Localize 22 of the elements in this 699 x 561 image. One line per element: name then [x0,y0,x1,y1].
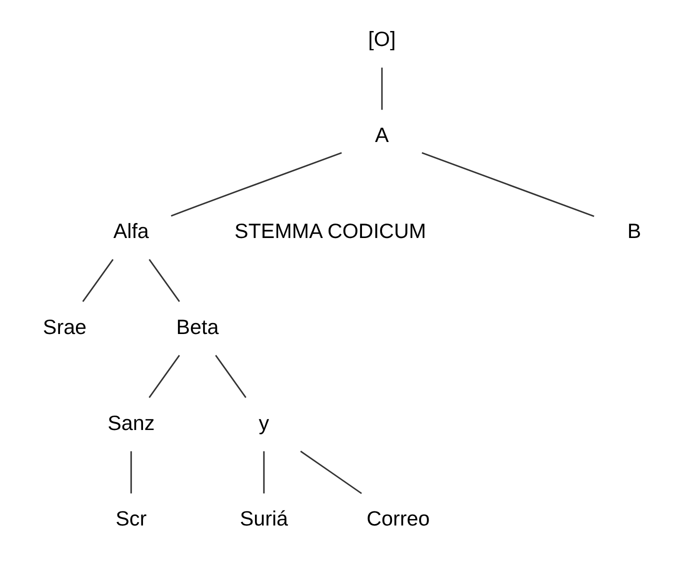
connector [130,451,132,494]
node-text: y [258,412,270,435]
node-text: Sanz [108,412,155,435]
node-text: Alfa [113,220,149,244]
node-text: A [375,124,389,148]
connector [215,354,246,398]
connector [82,259,114,302]
node-text: Suriá [240,508,288,531]
node-text: Srae [42,316,87,339]
connector [263,451,265,494]
node-text: Correo [366,508,430,531]
connector [381,68,383,110]
node-text: [O] [368,28,396,52]
node-text: Beta [176,316,219,339]
node-text: Scr [116,508,147,531]
connector [148,354,180,398]
label: STEMMA CODICUM [234,220,426,244]
connector [422,152,594,217]
connector [170,152,342,217]
connector [300,450,362,494]
node-text: B [627,220,642,244]
connector [148,259,180,302]
